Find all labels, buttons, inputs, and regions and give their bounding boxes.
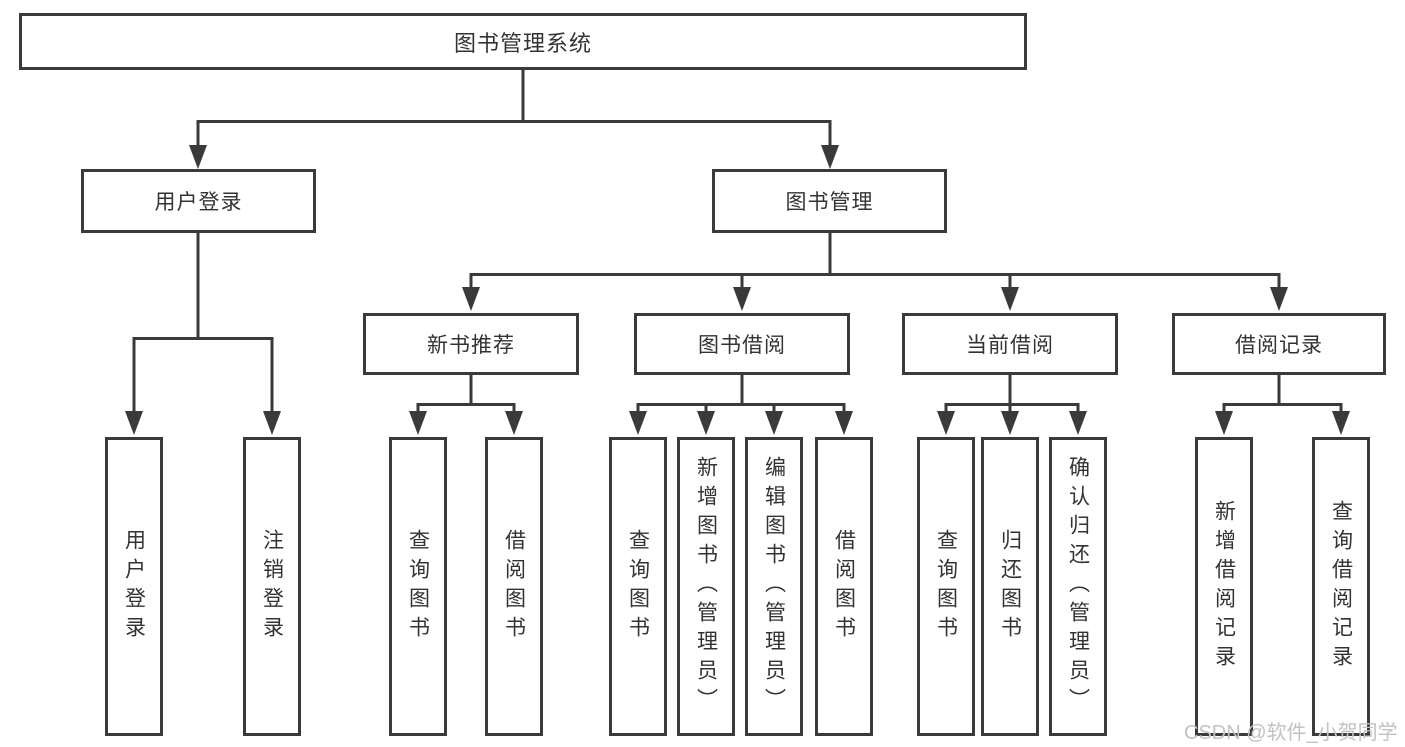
leaf-add-book-admin-label: 新增图书（管理员） — [694, 456, 718, 717]
leaf-query-borrow-record-label: 查询借阅记录 — [1329, 499, 1353, 674]
leaf-query-books-recommend-label: 查询图书 — [406, 528, 430, 645]
leaf-confirm-return-admin: 确认归还（管理员） — [1049, 437, 1107, 736]
node-borrow-record-label: 借阅记录 — [1235, 334, 1323, 357]
node-new-book-recommend: 新书推荐 — [363, 313, 579, 375]
leaf-query-books-borrow: 查询图书 — [609, 437, 667, 736]
node-book-management-label: 图书管理 — [785, 191, 874, 214]
node-user-login-label: 用户登录 — [154, 191, 243, 214]
leaf-borrow-books: 借阅图书 — [815, 437, 873, 736]
leaf-add-borrow-record: 新增借阅记录 — [1195, 437, 1253, 736]
leaf-borrow-books-recommend-label: 借阅图书 — [502, 528, 526, 645]
node-current-borrow-label: 当前借阅 — [966, 334, 1054, 357]
node-current-borrow: 当前借阅 — [902, 313, 1118, 375]
node-book-borrow-label: 图书借阅 — [698, 334, 786, 357]
node-new-book-recommend-label: 新书推荐 — [427, 334, 515, 357]
node-book-borrow: 图书借阅 — [634, 313, 850, 375]
node-borrow-record: 借阅记录 — [1172, 313, 1386, 375]
leaf-logout-label: 注销登录 — [260, 528, 284, 645]
leaf-borrow-books-label: 借阅图书 — [832, 528, 856, 645]
leaf-edit-book-admin: 编辑图书（管理员） — [745, 437, 803, 736]
leaf-user-login-label: 用户登录 — [122, 528, 146, 645]
leaf-return-books: 归还图书 — [981, 437, 1039, 736]
leaf-add-borrow-record-label: 新增借阅记录 — [1212, 499, 1236, 674]
leaf-add-book-admin: 新增图书（管理员） — [677, 437, 735, 736]
leaf-user-login: 用户登录 — [105, 437, 163, 736]
leaf-return-books-label: 归还图书 — [998, 528, 1022, 645]
node-root-label: 图书管理系统 — [453, 30, 592, 56]
leaf-query-books-current-label: 查询图书 — [934, 528, 958, 645]
leaf-confirm-return-admin-label: 确认归还（管理员） — [1066, 456, 1090, 717]
node-book-management: 图书管理 — [712, 169, 947, 233]
leaf-query-borrow-record: 查询借阅记录 — [1312, 437, 1370, 736]
leaf-query-books-borrow-label: 查询图书 — [626, 528, 650, 645]
node-root: 图书管理系统 — [19, 13, 1027, 70]
leaf-edit-book-admin-label: 编辑图书（管理员） — [762, 456, 786, 717]
watermark: CSDN @软件_小贺同学 — [1184, 722, 1398, 744]
node-user-login: 用户登录 — [81, 169, 316, 233]
leaf-query-books-recommend: 查询图书 — [389, 437, 447, 736]
leaf-query-books-current: 查询图书 — [917, 437, 975, 736]
leaf-logout: 注销登录 — [243, 437, 301, 736]
leaf-borrow-books-recommend: 借阅图书 — [485, 437, 543, 736]
